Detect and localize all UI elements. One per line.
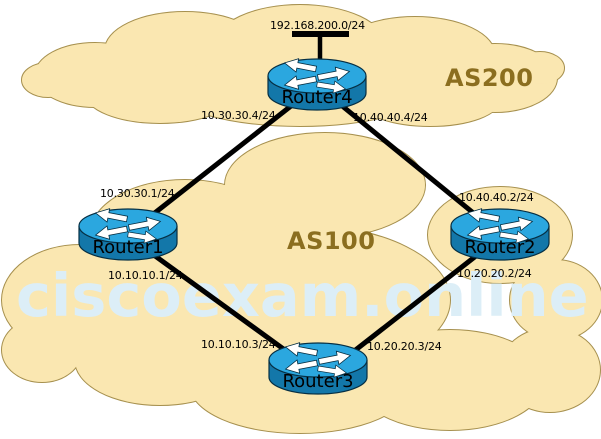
ip-label-r2-to-r4: 10.40.40.2/24 (459, 191, 534, 204)
router-icon (78, 206, 178, 261)
as100-label: AS100 (287, 227, 376, 255)
ip-label-r3-to-r2: 10.20.20.3/24 (367, 340, 442, 353)
ip-label-r1-to-r3: 10.10.10.1/24 (108, 269, 183, 282)
watermark: ciscoexam.online (16, 261, 589, 330)
ip-label-r4-to-r1: 10.30.30.4/24 (201, 109, 276, 122)
router-icon (268, 340, 368, 395)
ip-label-r3-to-r1: 10.10.10.3/24 (201, 338, 276, 351)
router4-node: Router4 (265, 56, 369, 114)
ip-label-r2-to-r3: 10.20.20.2/24 (457, 267, 532, 280)
router1-node: Router1 (76, 206, 180, 264)
router3-node: Router3 (266, 340, 370, 398)
router3-label: Router3 (282, 371, 354, 392)
link-router4-router2 (328, 94, 495, 231)
ip-label-r4-to-r2: 10.40.40.4/24 (353, 111, 428, 124)
router2-label: Router2 (464, 237, 536, 258)
router2-node: Router2 (448, 206, 552, 264)
link-router2-router3 (342, 243, 492, 361)
router4-label: Router4 (281, 87, 353, 108)
router1-label: Router1 (92, 237, 164, 258)
lan-network-label: 192.168.200.0/24 (270, 19, 365, 32)
ip-label-r1-to-r4: 10.30.30.1/24 (100, 187, 175, 200)
link-router1-router3 (138, 242, 302, 364)
router-icon (450, 206, 550, 261)
router-icon (267, 56, 367, 111)
as200-label: AS200 (445, 64, 534, 92)
link-router4-router1 (131, 93, 307, 232)
